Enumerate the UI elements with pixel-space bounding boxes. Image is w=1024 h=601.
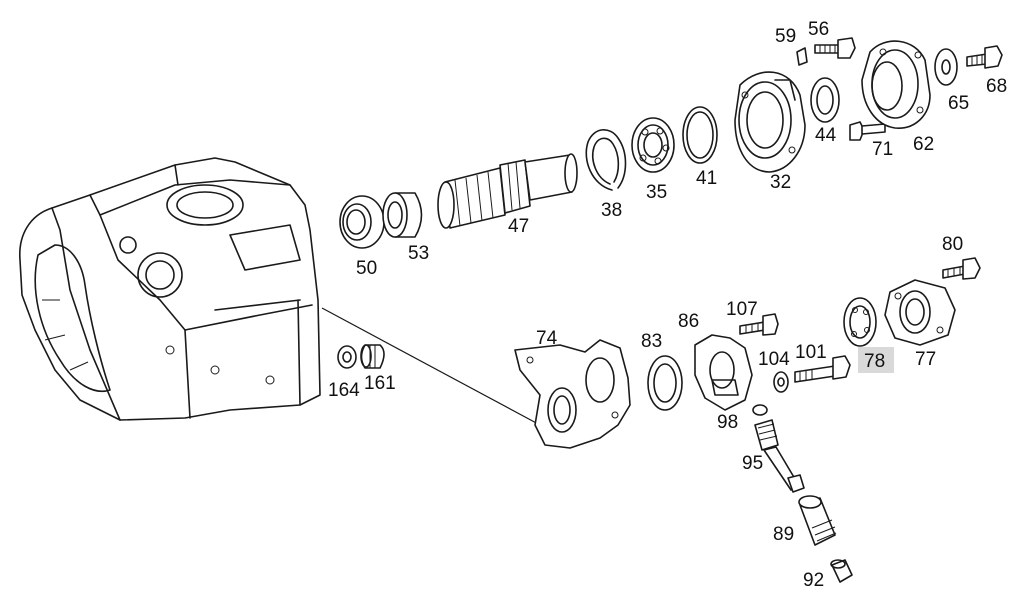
callout-53: 53 xyxy=(408,243,429,264)
part-44-seal xyxy=(810,77,840,123)
callout-35: 35 xyxy=(646,182,667,203)
part-74-bracket xyxy=(514,339,631,449)
callout-161: 161 xyxy=(364,373,396,394)
part-71-bolt xyxy=(849,121,886,141)
callout-164: 164 xyxy=(328,380,360,401)
callout-44: 44 xyxy=(815,125,837,146)
highlight-78 xyxy=(858,347,894,373)
callout-83: 83 xyxy=(641,331,662,352)
part-86-housing xyxy=(694,334,753,411)
callout-86: 86 xyxy=(678,311,699,332)
leader-line-74 xyxy=(321,307,541,426)
part-107-bolt xyxy=(739,313,779,336)
part-35-ball-bearing xyxy=(631,117,675,173)
callout-74: 74 xyxy=(536,328,558,349)
callout-80: 80 xyxy=(942,234,963,255)
callout-71: 71 xyxy=(872,139,893,160)
part-95-gear xyxy=(754,419,805,493)
part-161-plug xyxy=(360,344,385,369)
part-62-flange xyxy=(861,40,931,129)
callout-78: 78 xyxy=(864,351,885,372)
transmission-housing xyxy=(19,157,321,421)
part-50-bearing xyxy=(339,195,385,249)
callout-56: 56 xyxy=(808,19,829,40)
callout-32: 32 xyxy=(770,172,791,193)
callout-47: 47 xyxy=(508,216,529,237)
callout-92: 92 xyxy=(803,570,824,591)
part-68-bolt xyxy=(966,45,1003,69)
callout-62: 62 xyxy=(913,134,934,155)
part-41-o-ring xyxy=(682,106,718,164)
callout-50: 50 xyxy=(356,258,377,279)
callout-89: 89 xyxy=(773,524,794,545)
callout-labels: 59 56 68 65 62 44 71 32 41 35 38 47 50 5… xyxy=(328,19,1007,591)
callout-101: 101 xyxy=(795,342,827,363)
part-47-shaft xyxy=(437,153,578,229)
part-83-seal xyxy=(647,355,683,411)
part-104-washer xyxy=(773,371,789,393)
part-92-cap xyxy=(830,559,853,583)
part-78-bearing xyxy=(843,297,877,347)
part-98-o-ring xyxy=(752,404,768,416)
part-32-cover xyxy=(734,71,806,173)
part-53-bushing xyxy=(382,192,423,238)
part-59-clip xyxy=(796,47,808,66)
callout-68: 68 xyxy=(986,76,1007,97)
part-164-washer xyxy=(337,345,357,369)
part-56-bolt xyxy=(814,37,856,59)
part-65-washer xyxy=(934,48,958,86)
callout-98: 98 xyxy=(717,412,738,433)
part-101-bolt xyxy=(794,355,851,383)
callout-104: 104 xyxy=(758,349,790,370)
part-77-cover xyxy=(884,279,956,346)
part-80-bolt xyxy=(942,257,981,280)
callout-107: 107 xyxy=(726,299,758,320)
part-38-snap-ring xyxy=(585,129,627,191)
callout-95: 95 xyxy=(742,453,763,474)
part-89-sleeve xyxy=(798,495,837,546)
callout-41: 41 xyxy=(696,168,717,189)
callout-59: 59 xyxy=(775,26,796,47)
callout-77: 77 xyxy=(915,349,936,370)
callout-38: 38 xyxy=(601,200,622,221)
callout-65: 65 xyxy=(948,93,969,114)
